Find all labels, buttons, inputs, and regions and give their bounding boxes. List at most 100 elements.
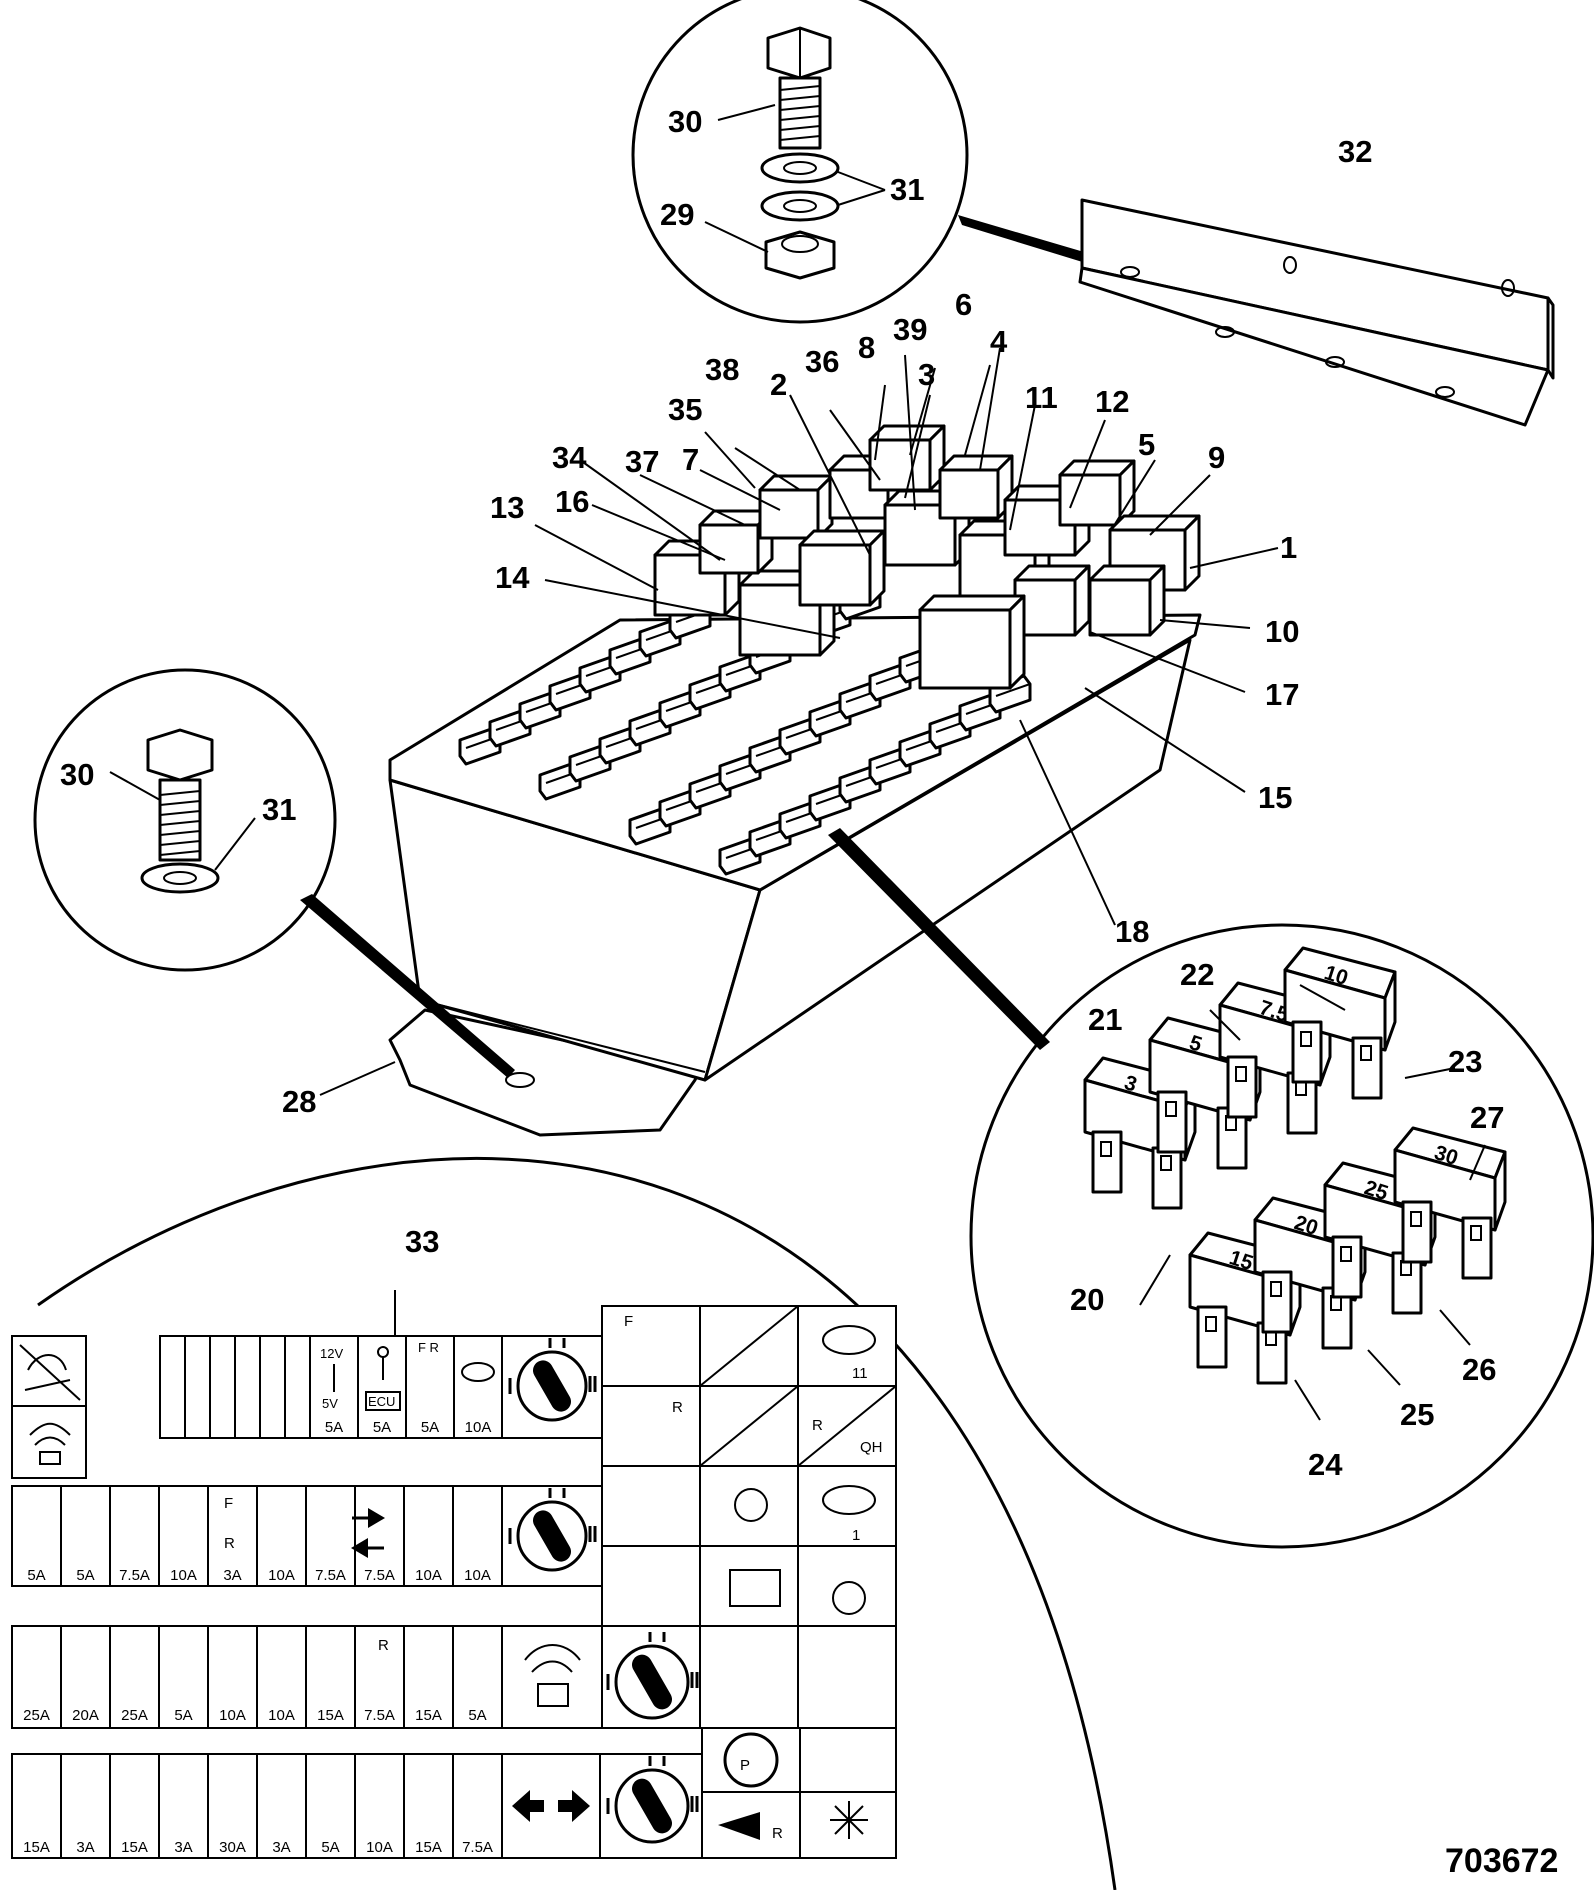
callout-28: 28 <box>282 1084 316 1119</box>
callout-21: 21 <box>1088 1002 1122 1037</box>
row2-amp-label: 10A <box>415 1567 442 1584</box>
callout-7: 7 <box>682 442 699 477</box>
relay-cluster <box>653 424 1201 690</box>
relay <box>1088 564 1166 637</box>
snowflake-icon <box>830 1801 868 1839</box>
ecu-label: ECU <box>368 1394 395 1409</box>
blade-fuse-10: 10 <box>1283 946 1397 1100</box>
callout-15: 15 <box>1258 780 1292 815</box>
row3-r-letter: R <box>378 1637 389 1654</box>
callout-20: 20 <box>1070 1282 1104 1317</box>
callout-29: 29 <box>660 197 694 232</box>
row3-amp-label: 10A <box>219 1707 246 1724</box>
voltage-bottom: 5V <box>322 1396 338 1411</box>
relay <box>798 529 886 607</box>
row3-amp-label: 5A <box>174 1707 192 1724</box>
relay <box>1013 564 1091 637</box>
row3-amp-label: 25A <box>23 1707 50 1724</box>
row2-amp-label: 3A <box>223 1567 241 1584</box>
gauge-icon <box>832 1581 866 1615</box>
row2-amp-label: 7.5A <box>119 1567 150 1584</box>
row2-amp-label: 7.5A <box>364 1567 395 1584</box>
horn-r2-letter: R <box>772 1825 783 1842</box>
callout-39: 39 <box>893 312 927 347</box>
row3-amp-label: 25A <box>121 1707 148 1724</box>
relay <box>938 454 1014 520</box>
row4-amp-label: 15A <box>415 1839 442 1856</box>
ignition-knob-icon <box>508 1338 597 1422</box>
park-brake-letter: P <box>740 1757 750 1774</box>
callout-2: 2 <box>770 367 787 402</box>
row2-amp-label: 10A <box>464 1567 491 1584</box>
qh-label: QH <box>860 1439 883 1456</box>
ignition-knob-icon <box>606 1756 699 1844</box>
row4-amp-label: 15A <box>121 1839 148 1856</box>
detail-circle-bolt-washer <box>33 668 515 1078</box>
row1-amp-label: 10A <box>465 1419 492 1436</box>
row4-amp-label: 3A <box>76 1839 94 1856</box>
row4-amp-label: 30A <box>219 1839 246 1856</box>
callout-9: 9 <box>1208 440 1225 475</box>
callout-36: 36 <box>805 344 839 379</box>
row3-amp-label: 15A <box>415 1707 442 1724</box>
tortoise-top-number: 11 <box>852 1365 868 1382</box>
row2-amp-label: 5A <box>27 1567 45 1584</box>
callout-27: 27 <box>1470 1100 1504 1135</box>
callout-14: 14 <box>495 560 530 595</box>
voltage-top: 12V <box>320 1346 343 1361</box>
row4-amp-label: 15A <box>23 1839 50 1856</box>
horn-r-letter: R <box>812 1417 823 1434</box>
row1-amp-label: 5A <box>325 1419 343 1436</box>
fuse-label-sheet: 12V 5V ECU F R 5A 5A 5A 10A 5A 5A 7.5A 10A 3A 10A 7.5A… <box>11 1305 897 1859</box>
callout-31-left: 31 <box>262 792 296 827</box>
fusebox-housing <box>388 613 1202 1137</box>
callout-31: 31 <box>890 172 924 207</box>
callout-17: 17 <box>1265 677 1299 712</box>
callout-38: 38 <box>705 352 739 387</box>
callout-25: 25 <box>1400 1397 1434 1432</box>
callout-23: 23 <box>1448 1044 1482 1079</box>
row4-amp-label: 7.5A <box>462 1839 493 1856</box>
callout-11: 11 <box>1025 380 1058 415</box>
seat-f-letter: F <box>624 1313 633 1330</box>
callout-13: 13 <box>490 490 524 525</box>
callout-33: 33 <box>405 1224 439 1259</box>
row2-amp-label: 10A <box>170 1567 197 1584</box>
row3-amp-label: 20A <box>72 1707 99 1724</box>
row2-f-letter: F <box>224 1495 233 1512</box>
callout-18: 18 <box>1115 914 1149 949</box>
row2-amp-label: 7.5A <box>315 1567 346 1584</box>
tortoise-icon <box>822 1485 876 1515</box>
row2-amp-label: 10A <box>268 1567 295 1584</box>
ignition-knob-icon <box>508 1488 597 1572</box>
callout-leaders <box>319 347 1279 1335</box>
label-sheet-outline-arc <box>37 1157 1117 1890</box>
tortoise-mid-number: 1 <box>852 1527 860 1544</box>
callout-24: 24 <box>1308 1447 1343 1482</box>
callout-30-left: 30 <box>60 757 94 792</box>
work-light-icon <box>734 1488 768 1522</box>
callout-4: 4 <box>990 324 1008 359</box>
row1-amp-label: 5A <box>421 1419 439 1436</box>
relay <box>758 474 834 540</box>
row2-amp-label: 5A <box>76 1567 94 1584</box>
callout-1: 1 <box>1280 530 1297 565</box>
callout-12: 12 <box>1095 384 1129 419</box>
callout-30: 30 <box>668 104 702 139</box>
row4-amp-label: 5A <box>321 1839 339 1856</box>
row3-amp-label: 10A <box>268 1707 295 1724</box>
callout-10: 10 <box>1265 614 1299 649</box>
row3-amp-label: 5A <box>468 1707 486 1724</box>
relay <box>918 594 1026 690</box>
row3-amp-label: 7.5A <box>364 1707 395 1724</box>
relay <box>868 424 946 492</box>
callout-26: 26 <box>1462 1352 1496 1387</box>
mounting-bracket <box>1078 198 1555 427</box>
callout-5: 5 <box>1138 427 1155 462</box>
callout-6: 6 <box>955 287 972 322</box>
callout-34: 34 <box>552 440 587 475</box>
row4-amp-label: 3A <box>174 1839 192 1856</box>
seat-r-letter: R <box>672 1399 683 1416</box>
